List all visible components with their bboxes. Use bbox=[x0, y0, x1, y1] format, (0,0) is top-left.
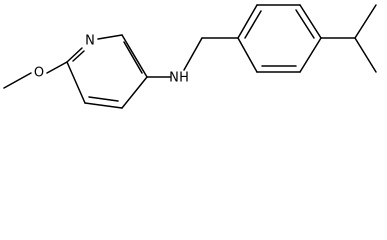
pyridine-bond-n1-c2 bbox=[97, 34, 123, 40]
benzene-bond-3 bbox=[299, 37, 322, 73]
pyridine-bond-c2-c3-inner bbox=[123, 41, 143, 74]
pyridine-bond-c4-c5-inner bbox=[88, 96, 119, 102]
benzene-bond-4-inner bbox=[295, 9, 315, 39]
pyridine-bond-c3-c4 bbox=[121, 76, 148, 109]
benzene-bond-4 bbox=[299, 4, 322, 39]
pyridine-bond-c2-c3 bbox=[121, 34, 148, 78]
benzene-bond-6-inner bbox=[244, 10, 262, 39]
bond-isopropyl-methyl-top bbox=[354, 4, 377, 39]
pyridine-bond-c6-n1-inner bbox=[72, 50, 85, 62]
methoxy-group bbox=[3, 61, 68, 89]
benzene-bond-6 bbox=[237, 4, 258, 39]
bond-oxygen-ring bbox=[46, 61, 68, 74]
amine-linker bbox=[146, 37, 239, 78]
benzene-bond-1 bbox=[237, 37, 258, 73]
oxygen-label: O bbox=[34, 66, 44, 81]
pyridine-bond-c6-n1 bbox=[66, 47, 83, 63]
pyridine-ring bbox=[66, 34, 148, 109]
benzene-ring bbox=[237, 4, 322, 73]
pyridine-nitrogen-label: N bbox=[85, 34, 95, 49]
amine-nitrogen-label: N bbox=[169, 71, 179, 86]
skeletal-formula: N O N H bbox=[3, 4, 377, 109]
bond-isopropyl-methyl-bottom bbox=[354, 37, 377, 73]
isopropyl-group bbox=[320, 4, 377, 73]
pyridine-bond-c4-c5 bbox=[84, 102, 123, 109]
pyridine-bond-c5-c6 bbox=[66, 61, 86, 104]
amine-hydrogen-label: H bbox=[179, 71, 189, 86]
bond-methyl-oxygen bbox=[3, 72, 32, 89]
bond-amine-ch2 bbox=[183, 37, 203, 71]
